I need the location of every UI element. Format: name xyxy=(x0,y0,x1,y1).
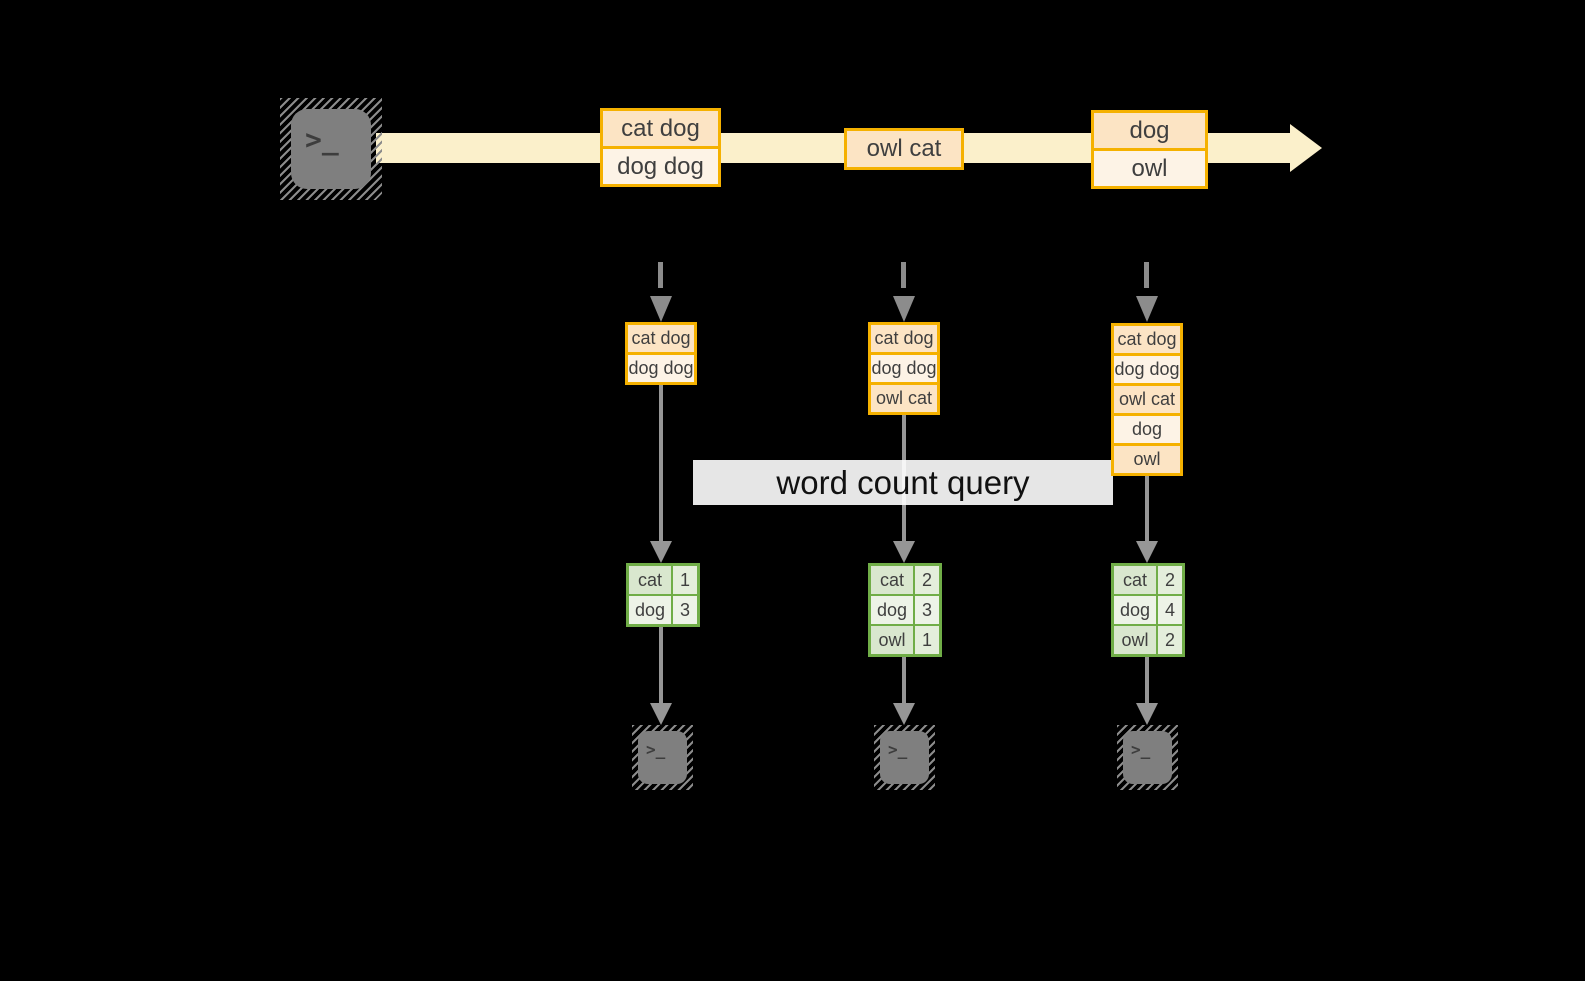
dashed-arrow-line xyxy=(658,262,663,288)
dashed-arrow-line xyxy=(1144,262,1149,288)
source-terminal-icon: >_ xyxy=(280,98,382,200)
sink-terminal-icon: >_ xyxy=(632,725,693,790)
batch-item: owl cat xyxy=(1114,386,1180,413)
batch-item: dog dog xyxy=(1114,356,1180,383)
wordcount-table-2: cat 2 dog 3 owl 1 xyxy=(868,563,942,657)
batch-item: cat dog xyxy=(1114,326,1180,353)
terminal-body: >_ xyxy=(880,731,929,784)
word-cell: dog xyxy=(871,596,913,624)
word-cell: dog xyxy=(629,596,671,624)
count-cell: 1 xyxy=(915,626,939,654)
stream-event-box-2: owl cat xyxy=(844,128,964,170)
stream-event: dog xyxy=(1094,113,1205,148)
terminal-body: >_ xyxy=(291,109,371,189)
word-cell: cat xyxy=(871,566,913,594)
arrow-line xyxy=(1145,657,1149,705)
terminal-prompt-icon: >_ xyxy=(888,740,908,759)
batch-item: owl cat xyxy=(871,385,937,412)
micro-batch-stack-2: cat dog dog dog owl cat xyxy=(868,322,940,415)
dashed-arrowhead-icon xyxy=(1136,296,1158,322)
micro-batch-stack-1: cat dog dog dog xyxy=(625,322,697,385)
stream-event: cat dog xyxy=(603,111,718,146)
word-cell: owl xyxy=(1114,626,1156,654)
arrow-line xyxy=(659,384,663,544)
batch-item: dog xyxy=(1114,416,1180,443)
word-cell: cat xyxy=(1114,566,1156,594)
count-cell: 2 xyxy=(915,566,939,594)
count-cell: 1 xyxy=(673,566,697,594)
count-cell: 2 xyxy=(1158,626,1182,654)
terminal-body: >_ xyxy=(1123,731,1172,784)
arrowhead-icon xyxy=(1136,703,1158,725)
dashed-arrow-line xyxy=(901,262,906,288)
arrow-line xyxy=(902,657,906,705)
stream-arrowhead-icon xyxy=(1290,124,1322,172)
count-cell: 2 xyxy=(1158,566,1182,594)
terminal-prompt-icon: >_ xyxy=(646,740,666,759)
stream-event-box-3: dog owl xyxy=(1091,110,1208,189)
arrow-line xyxy=(1145,476,1149,544)
batch-item: cat dog xyxy=(628,325,694,352)
word-cell: cat xyxy=(629,566,671,594)
arrowhead-icon xyxy=(1136,541,1158,563)
batch-item: owl xyxy=(1114,446,1180,473)
sink-terminal-icon: >_ xyxy=(1117,725,1178,790)
dashed-arrowhead-icon xyxy=(893,296,915,322)
count-cell: 3 xyxy=(673,596,697,624)
arrowhead-icon xyxy=(650,541,672,563)
terminal-prompt-icon: >_ xyxy=(305,123,339,156)
count-cell: 3 xyxy=(915,596,939,624)
arrowhead-icon xyxy=(893,541,915,563)
query-label: word count query xyxy=(776,463,1030,501)
wordcount-table-3: cat 2 dog 4 owl 2 xyxy=(1111,563,1185,657)
batch-item: cat dog xyxy=(871,325,937,352)
micro-batch-stack-3: cat dog dog dog owl cat dog owl xyxy=(1111,323,1183,476)
arrowhead-icon xyxy=(893,703,915,725)
batch-item: dog dog xyxy=(871,355,937,382)
stream-event: owl cat xyxy=(847,131,961,167)
sink-terminal-icon: >_ xyxy=(874,725,935,790)
stream-event-box-1: cat dog dog dog xyxy=(600,108,721,187)
arrow-line xyxy=(659,627,663,705)
terminal-prompt-icon: >_ xyxy=(1131,740,1151,759)
stream-event: owl xyxy=(1094,151,1205,186)
dashed-arrowhead-icon xyxy=(650,296,672,322)
batch-item: dog dog xyxy=(628,355,694,382)
arrowhead-icon xyxy=(650,703,672,725)
count-cell: 4 xyxy=(1158,596,1182,624)
query-label-box: word count query xyxy=(693,460,1113,505)
stream-event: dog dog xyxy=(603,149,718,184)
word-cell: owl xyxy=(871,626,913,654)
wordcount-table-1: cat 1 dog 3 xyxy=(626,563,700,627)
word-cell: dog xyxy=(1114,596,1156,624)
terminal-body: >_ xyxy=(638,731,687,784)
